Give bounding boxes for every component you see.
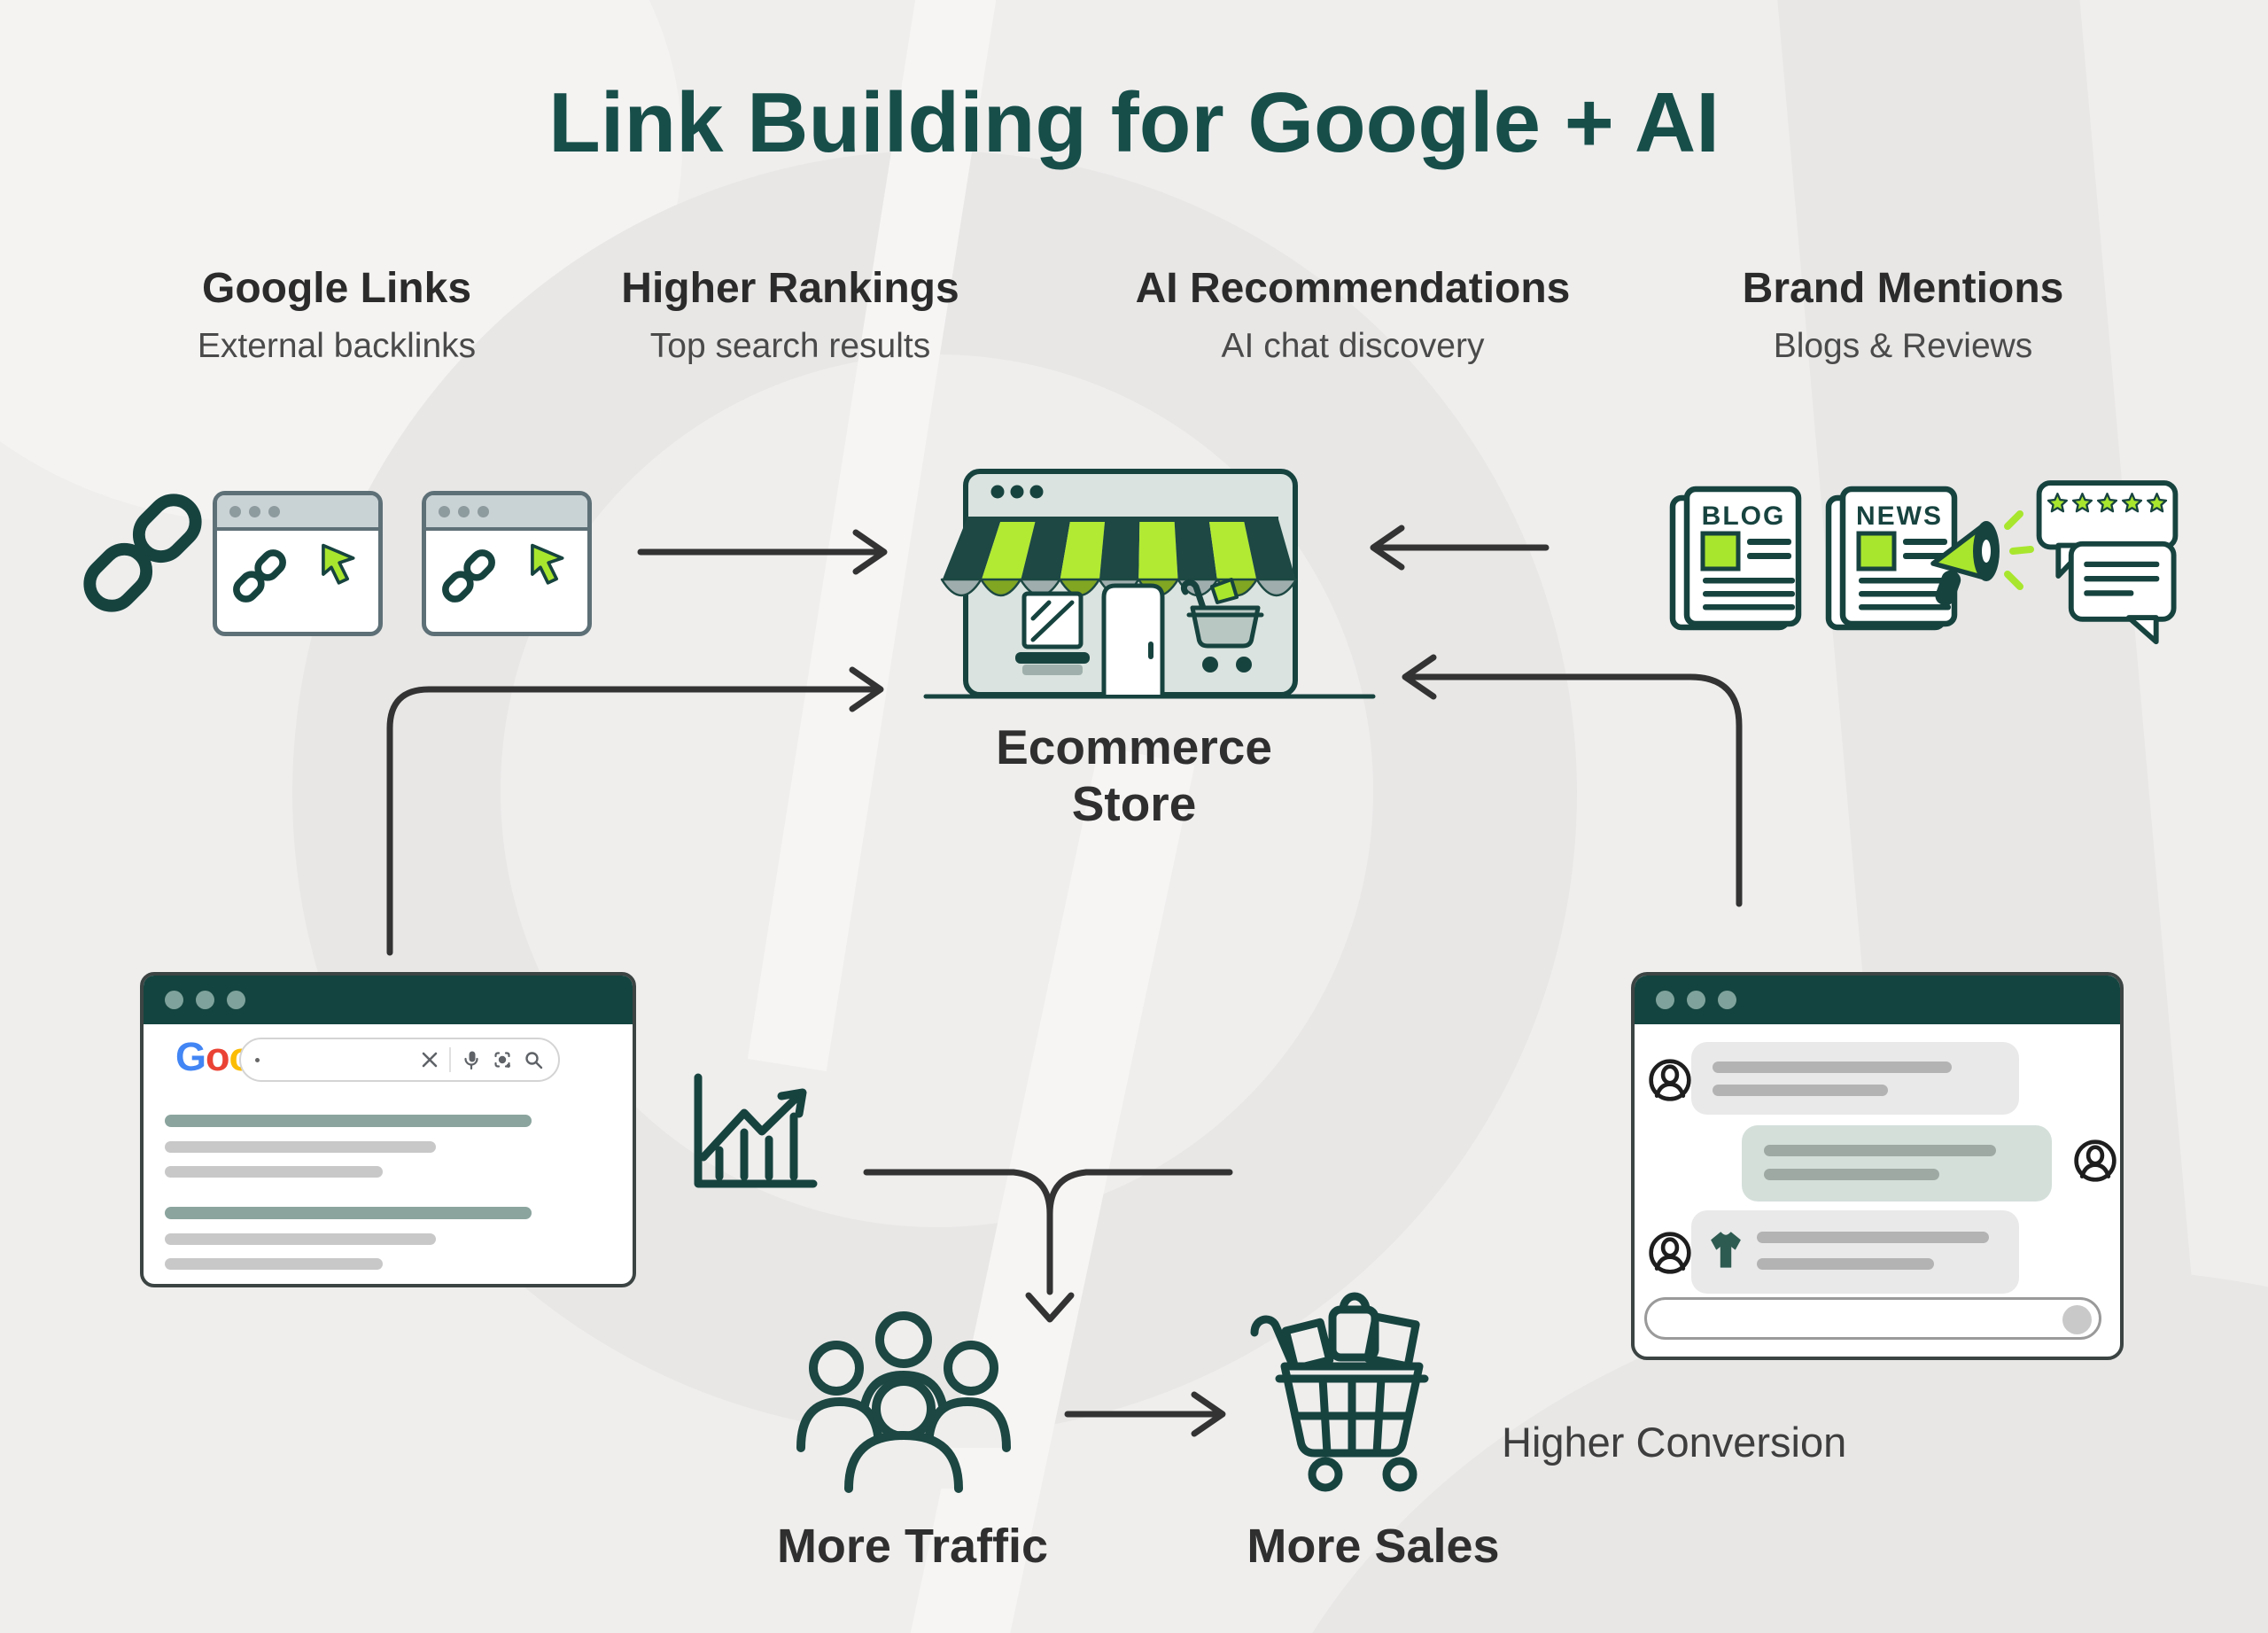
chain-link-icon [83, 494, 202, 612]
megaphone-icon [1930, 510, 2034, 606]
chat-bubble-product [1691, 1210, 2019, 1294]
avatar-icon [1649, 1232, 1691, 1274]
store-label-line2: Store [1071, 775, 1197, 831]
chat-text-line [1713, 1061, 1952, 1073]
column-subtitle: External backlinks [197, 327, 477, 365]
big-cart-icon [1250, 1292, 1429, 1492]
store-label: Ecommerce Store [957, 719, 1311, 833]
five-stars [2047, 493, 2168, 513]
search-input [239, 1038, 560, 1082]
growth-chart-icon [694, 1073, 818, 1188]
chat-text-line [1713, 1085, 1888, 1096]
avatar-icon [1649, 1059, 1691, 1101]
window-dots-icon [1635, 976, 2120, 1024]
search-icon [525, 1052, 543, 1069]
column-ai-recommendations: AI Recommendations AI chat discovery [1105, 264, 1601, 366]
column-brand-mentions: Brand Mentions Blogs & Reviews [1655, 264, 2151, 366]
people-group-icon [796, 1311, 1011, 1493]
text-cursor [255, 1057, 260, 1062]
window-dots-icon [144, 976, 633, 1024]
avatar-icon [2074, 1139, 2117, 1182]
search-result-line [165, 1115, 532, 1127]
more-sales-label: More Sales [1247, 1520, 1500, 1573]
storefront-icon [940, 469, 1298, 697]
review-stars-icon [2036, 480, 2179, 645]
cursor-icon [531, 543, 564, 585]
news-icon: NEWS [1825, 486, 2034, 631]
column-title: Higher Rankings [621, 265, 959, 312]
column-subtitle: Blogs & Reviews [1773, 327, 2033, 365]
window-dots-icon [217, 495, 378, 531]
news-label: NEWS [1856, 502, 1943, 531]
search-result-line [165, 1141, 436, 1153]
column-subtitle: AI chat discovery [1221, 327, 1485, 365]
column-google-links: Google Links External backlinks [89, 264, 585, 366]
chain-link-icon [233, 549, 286, 603]
store-door-icon [1101, 583, 1165, 695]
close-icon [422, 1052, 438, 1068]
lens-icon [494, 1052, 510, 1068]
column-title: Google Links [201, 265, 472, 312]
ai-chat-window [1631, 972, 2124, 1360]
send-button [2062, 1305, 2092, 1334]
mic-icon [464, 1051, 478, 1070]
chat-bubble [1742, 1125, 2052, 1201]
column-subtitle: Top search results [649, 327, 931, 365]
column-title: Brand Mentions [1742, 265, 2064, 312]
cursor-icon [322, 543, 355, 585]
column-higher-rankings: Higher Rankings Top search results [542, 264, 1038, 366]
blog-label: BLOG [1702, 502, 1786, 531]
page-title: Link Building for Google + AI [548, 75, 1720, 170]
store-label-line1: Ecommerce [996, 719, 1272, 774]
column-title: AI Recommendations [1135, 265, 1571, 312]
window-dots-icon [990, 485, 1044, 499]
blog-icon: BLOG [1669, 486, 1802, 631]
search-result-line [165, 1233, 436, 1245]
search-result-line [165, 1258, 383, 1270]
store-cart-icon [1181, 578, 1264, 673]
chat-bubble [1691, 1042, 2019, 1115]
chat-text-line [1764, 1169, 1939, 1180]
window-dots-icon [426, 495, 587, 531]
backlink-browser-window [213, 491, 383, 636]
backlink-browser-window [422, 491, 592, 636]
store-window-icon [1015, 591, 1090, 675]
chat-input [1644, 1297, 2101, 1340]
chat-text-line [1764, 1145, 1996, 1156]
search-result-line [165, 1207, 532, 1219]
divider [449, 1047, 451, 1072]
chat-text-line [1757, 1258, 1934, 1270]
tshirt-icon [1711, 1232, 1741, 1268]
chat-text-line [1757, 1232, 1989, 1243]
search-result-line [165, 1166, 383, 1178]
chain-link-icon [442, 549, 495, 603]
more-traffic-label: More Traffic [776, 1520, 1049, 1573]
google-results-window: Google [140, 972, 636, 1287]
higher-conversion-label: Higher Conversion [1502, 1419, 1847, 1466]
